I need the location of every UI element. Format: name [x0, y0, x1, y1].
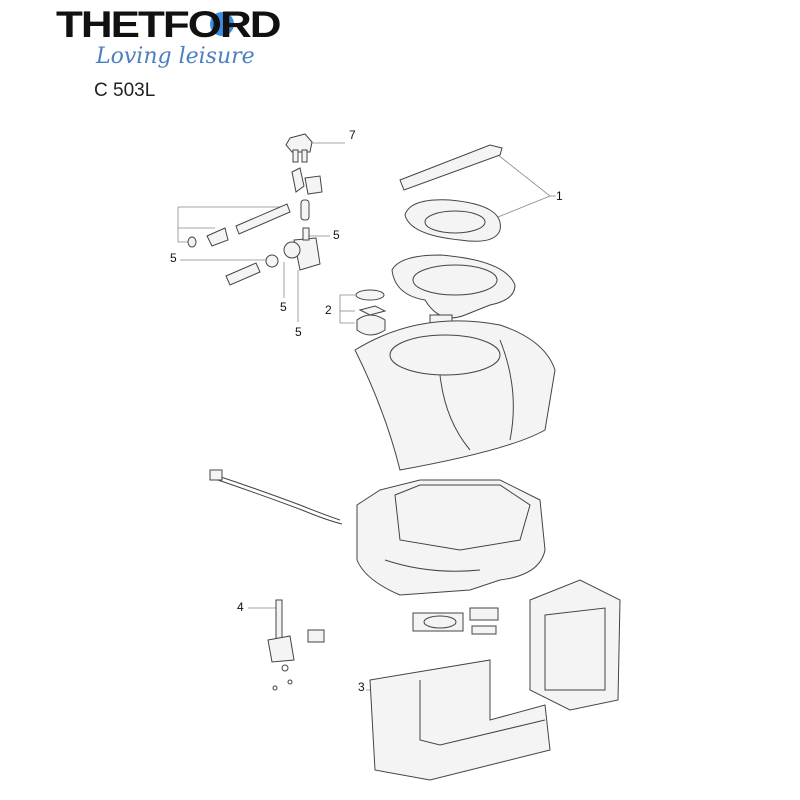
callout-5-lower: 5: [280, 300, 287, 314]
cassette-tank: [356, 479, 546, 635]
part-7-valve: [285, 133, 323, 221]
toilet-bowl: [391, 254, 516, 326]
callout-5-top: 5: [333, 228, 340, 242]
callout-1: 1: [556, 189, 563, 203]
callout-3: 3: [358, 680, 365, 694]
part-3-frame: [369, 579, 621, 781]
callout-2: 2: [325, 303, 332, 317]
part-4-level-sensor: [267, 599, 325, 691]
callout-5-bottom: 5: [295, 325, 302, 339]
callout-5-left: 5: [170, 251, 177, 265]
wiring-harness: [209, 469, 343, 525]
logo-sun-icon: [210, 12, 234, 36]
callout-7: 7: [349, 128, 356, 142]
toilet-housing: [354, 320, 556, 471]
model-number: C 503L: [94, 80, 156, 101]
tagline: Loving leisure: [96, 44, 255, 69]
callout-4: 4: [237, 600, 244, 614]
thetford-logo: THETFORD: [56, 4, 282, 46]
part-1-lid-seat: [399, 144, 503, 242]
part-5-pump-assembly: [187, 203, 321, 286]
part-2-seal: [355, 289, 387, 336]
